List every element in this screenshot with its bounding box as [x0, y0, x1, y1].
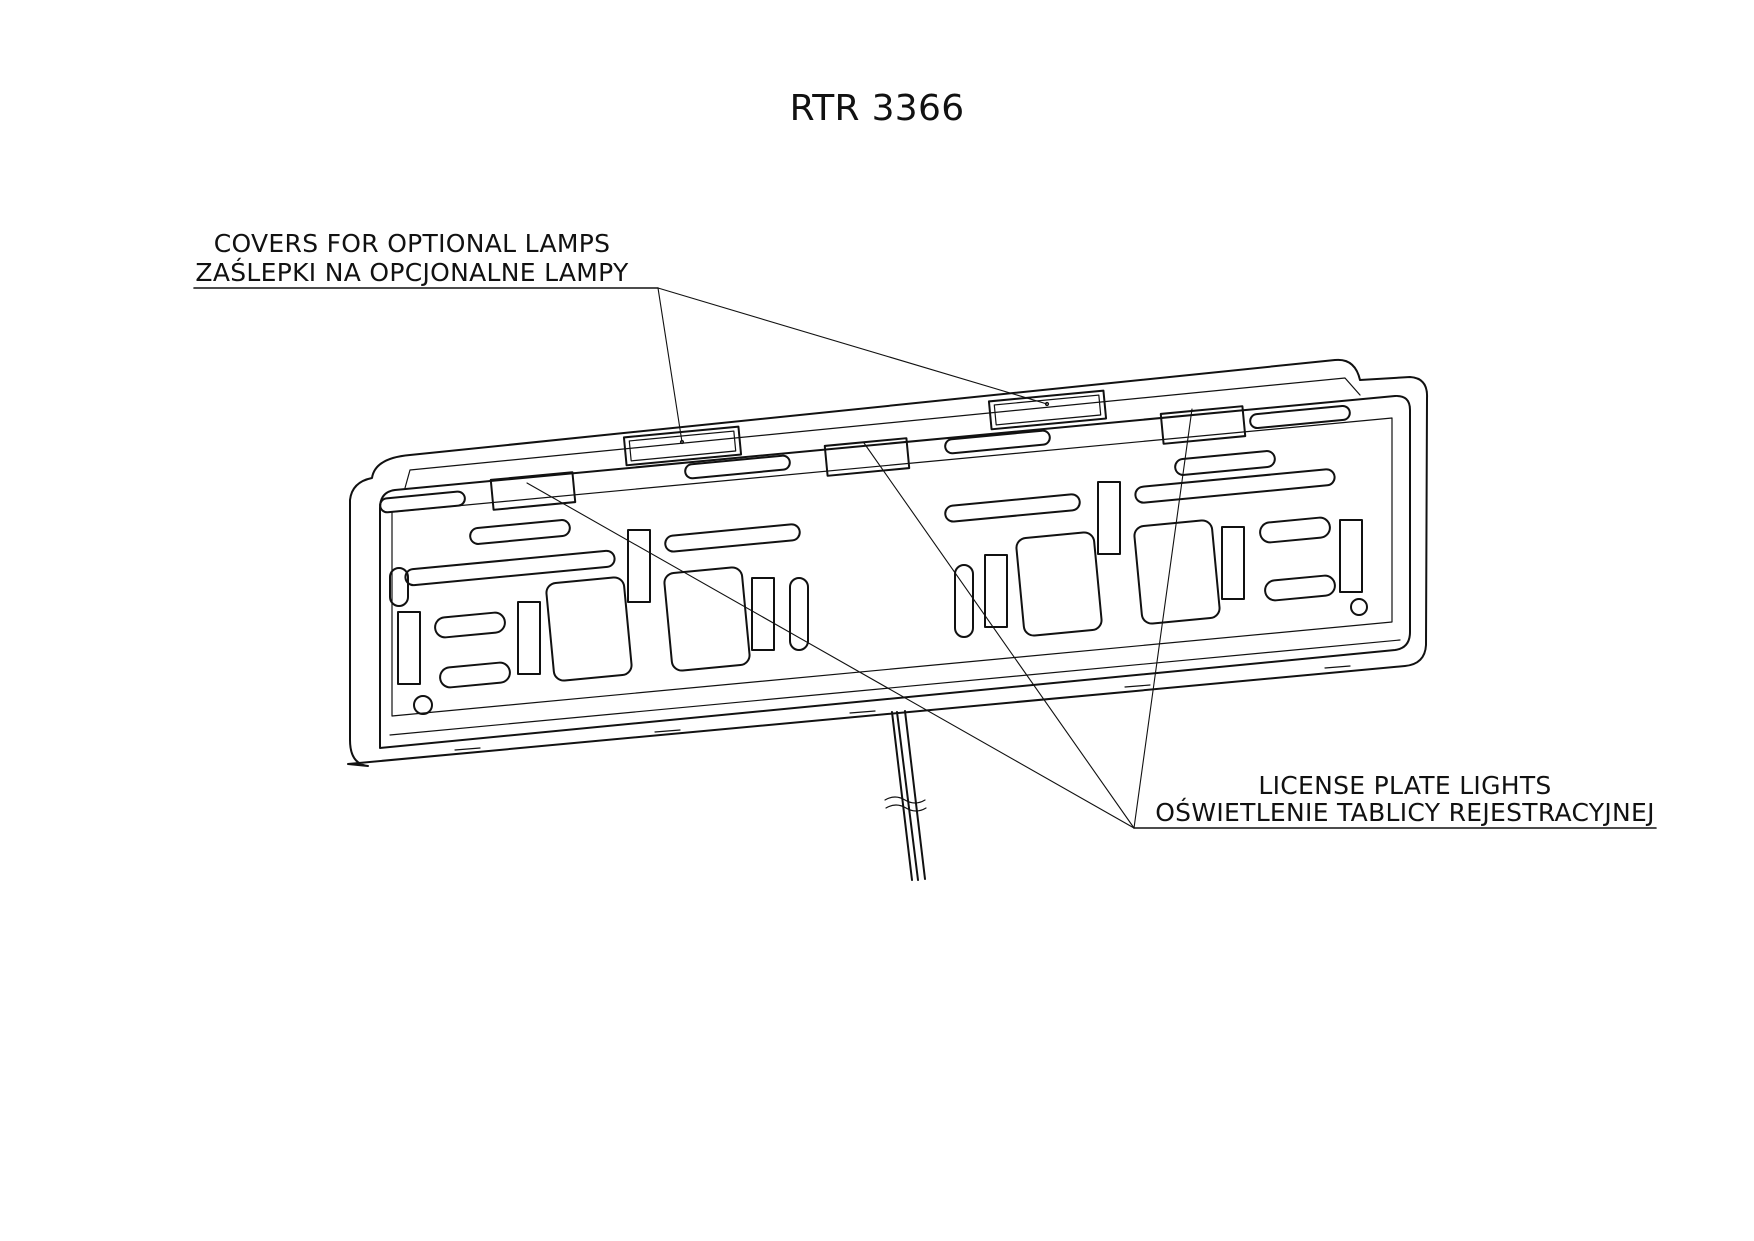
notch	[849, 710, 876, 714]
clip	[517, 601, 541, 675]
license-plate-lights	[489, 405, 1247, 511]
covers-leader-1	[657, 287, 683, 443]
covers-leader-2	[657, 287, 1048, 405]
frame-front-rim	[379, 394, 1411, 749]
cable	[884, 710, 927, 881]
cable-body	[891, 710, 926, 881]
slot	[684, 454, 791, 480]
cutout	[545, 576, 633, 682]
short-slot	[434, 611, 506, 639]
covers-label-en: COVERS FOR OPTIONAL LAMPS	[213, 229, 611, 258]
lights-leaders	[526, 408, 1657, 829]
notch	[1324, 665, 1351, 669]
cutout	[1015, 531, 1103, 637]
plate-light-3	[1159, 405, 1247, 445]
frame-top-lip	[404, 377, 1361, 489]
screw-hole	[413, 695, 433, 715]
optional-lamp-covers	[622, 389, 1108, 467]
covers-leader-dot	[679, 439, 685, 445]
slot	[664, 523, 801, 553]
lights-label-pl: OŚWIETLENIE TABLICY REJESTRACYJNEJ	[1155, 798, 1655, 827]
clip	[751, 577, 775, 651]
lights-label-en: LICENSE PLATE LIGHTS	[1258, 771, 1552, 800]
notch	[454, 747, 481, 751]
covers-leaders	[193, 287, 1050, 445]
frame-slots	[379, 404, 1368, 715]
covers-leader-dot	[1044, 401, 1050, 407]
frame-outer-outline	[347, 358, 1429, 767]
slot	[1174, 450, 1276, 476]
clip	[397, 611, 421, 685]
lights-leader-1	[526, 482, 1135, 829]
lights-leader-2	[863, 442, 1135, 829]
clip	[1097, 481, 1121, 555]
slot	[1134, 468, 1336, 504]
slot	[1249, 404, 1351, 430]
lamp-cover-right	[987, 389, 1108, 431]
cutout	[663, 566, 751, 672]
clip	[627, 529, 651, 603]
slot	[944, 493, 1081, 523]
slot	[944, 429, 1051, 455]
cable-break-mark	[884, 796, 927, 812]
vertical-slot	[789, 577, 809, 651]
vertical-slot	[954, 564, 974, 638]
plate-light-1	[489, 471, 577, 511]
covers-label-pl: ZAŚLEPKI NA OPCJONALNE LAMPY	[195, 258, 629, 287]
frame-bottom-lip	[389, 639, 1401, 736]
vertical-slot	[389, 567, 409, 607]
notch	[654, 729, 681, 733]
short-slot	[1259, 516, 1331, 544]
notch	[1124, 684, 1151, 688]
slot	[379, 490, 466, 514]
lamp-cover-left	[622, 425, 743, 467]
clip	[1339, 519, 1363, 593]
clip	[1221, 526, 1245, 600]
plate-light-2	[823, 437, 911, 477]
slot	[469, 519, 571, 545]
slot	[404, 549, 616, 587]
plate-holder-frame	[347, 358, 1429, 767]
clip	[984, 554, 1008, 628]
short-slot	[439, 661, 511, 689]
lamp-cover-right-inner	[993, 394, 1102, 426]
cutout	[1133, 519, 1221, 625]
screw-hole	[1350, 598, 1368, 616]
frame-inner-recess	[391, 417, 1393, 717]
drawing-title: RTR 3366	[789, 88, 965, 129]
short-slot	[1264, 574, 1336, 602]
lights-leader-3	[1133, 408, 1193, 829]
